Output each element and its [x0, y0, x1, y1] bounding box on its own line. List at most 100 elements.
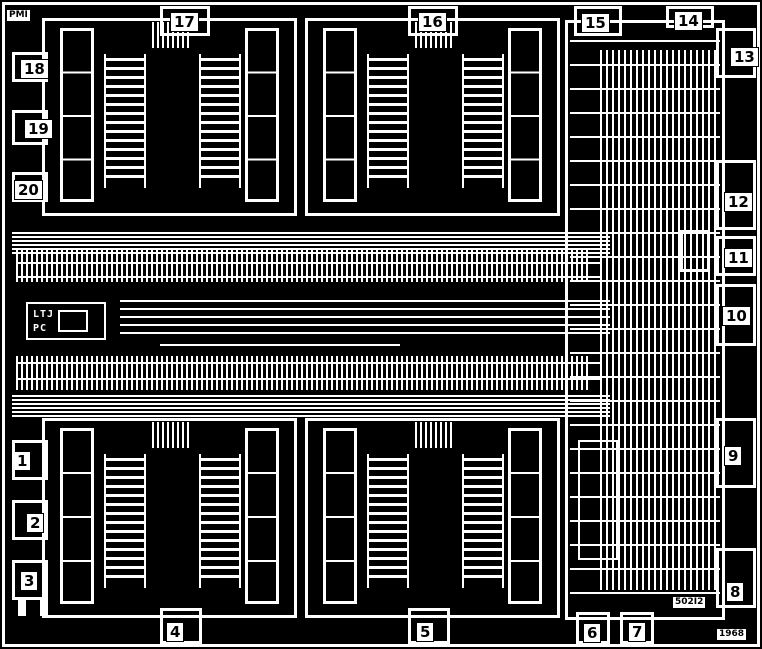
comb-tooth-bottom — [441, 356, 443, 390]
array-block-outline — [42, 615, 297, 618]
comb-tooth-bottom — [126, 356, 128, 390]
resistor-finger — [104, 76, 144, 79]
comb-tooth-bottom — [36, 356, 38, 390]
comb-tooth-bottom — [531, 356, 533, 390]
comb-tooth-bottom — [361, 356, 363, 390]
logo-inner — [58, 330, 88, 332]
comb-tooth-top — [96, 248, 98, 282]
horizontal-route — [570, 496, 720, 498]
comb-tooth-bottom — [216, 356, 218, 390]
routing-stub — [177, 422, 179, 448]
vertical-route — [642, 50, 644, 590]
resistor-spine — [144, 454, 146, 588]
comb-tooth-bottom — [541, 356, 543, 390]
comb-tooth-bottom — [231, 356, 233, 390]
comb-tooth-bottom — [86, 356, 88, 390]
routing-stub — [182, 422, 184, 448]
transistor-divider — [245, 560, 279, 562]
pad-label-11: 11 — [724, 248, 753, 268]
comb-tooth-bottom — [266, 356, 268, 390]
bond-pad — [160, 608, 163, 644]
comb-tooth-top — [486, 248, 488, 282]
bond-pad — [753, 160, 756, 230]
bus-line-top — [12, 240, 610, 242]
logo-inner — [58, 310, 88, 312]
resistor-finger — [104, 112, 144, 115]
resistor-finger — [367, 494, 407, 497]
routing-stub — [435, 422, 437, 448]
resistor-spine — [407, 454, 409, 588]
vertical-route — [660, 50, 662, 590]
bond-pad — [12, 110, 15, 145]
comb-tooth-bottom — [136, 356, 138, 390]
vertical-route — [678, 50, 680, 590]
horizontal-route — [570, 376, 720, 378]
resistor-spine — [239, 54, 241, 188]
resistor-finger — [199, 566, 239, 569]
logo-frame — [104, 302, 106, 340]
resistor-finger — [104, 175, 144, 178]
comb-tooth-bottom — [556, 356, 558, 390]
comb-tooth-top — [526, 248, 528, 282]
transistor-column — [245, 428, 279, 431]
comb-tooth-top — [561, 248, 563, 282]
comb-tooth-top — [546, 248, 548, 282]
transistor-column — [245, 28, 279, 31]
comb-tooth-top — [196, 248, 198, 282]
vertical-route — [696, 50, 698, 590]
comb-tooth-bottom — [426, 356, 428, 390]
logo-text-ltj: LTJ — [33, 309, 55, 320]
comb-tooth-top — [541, 248, 543, 282]
resistor-finger — [104, 94, 144, 97]
comb-tooth-top — [341, 248, 343, 282]
resistor-finger — [199, 148, 239, 151]
resistor-finger — [199, 157, 239, 160]
horizontal-route — [570, 256, 720, 258]
comb-tooth-bottom — [451, 356, 453, 390]
comb-tooth-bottom — [66, 356, 68, 390]
bond-pad — [651, 612, 654, 644]
transistor-divider — [60, 158, 94, 161]
bond-pad — [716, 28, 756, 31]
resistor-spine — [462, 454, 464, 588]
comb-rail — [16, 362, 600, 364]
comb-tooth-top — [286, 248, 288, 282]
resistor-finger — [462, 76, 502, 79]
comb-tooth-top — [111, 248, 113, 282]
resistor-finger — [367, 458, 407, 461]
resistor-spine — [199, 454, 201, 588]
resistor-spine — [199, 54, 201, 188]
resistor-spine — [239, 454, 241, 588]
comb-tooth-bottom — [456, 356, 458, 390]
bus-line-bottom — [12, 407, 610, 409]
bond-pad — [160, 641, 202, 644]
resistor-finger — [199, 85, 239, 88]
comb-tooth-bottom — [101, 356, 103, 390]
comb-tooth-top — [231, 248, 233, 282]
logo-frame — [26, 302, 28, 340]
comb-tooth-top — [151, 248, 153, 282]
comb-tooth-top — [166, 248, 168, 282]
comb-tooth-top — [176, 248, 178, 282]
horizontal-route — [570, 40, 720, 42]
resistor-finger — [199, 166, 239, 169]
comb-tooth-bottom — [51, 356, 53, 390]
logo-inner — [86, 310, 88, 332]
comb-tooth-top — [576, 248, 578, 282]
transistor-column — [323, 601, 357, 604]
transistor-column — [60, 601, 94, 604]
resistor-finger — [462, 58, 502, 61]
resistor-spine — [144, 54, 146, 188]
logo-frame — [26, 338, 106, 340]
vertical-route — [606, 50, 608, 590]
year-mark: 1968 — [716, 628, 748, 641]
transistor-divider — [323, 472, 357, 474]
vertical-route — [624, 50, 626, 590]
vertical-route — [714, 50, 716, 590]
transistor-divider — [245, 71, 279, 74]
comb-tooth-bottom — [71, 356, 73, 390]
resistor-finger — [367, 148, 407, 151]
bond-pad — [12, 440, 48, 443]
bond-pad — [12, 199, 48, 202]
comb-tooth-top — [471, 248, 473, 282]
